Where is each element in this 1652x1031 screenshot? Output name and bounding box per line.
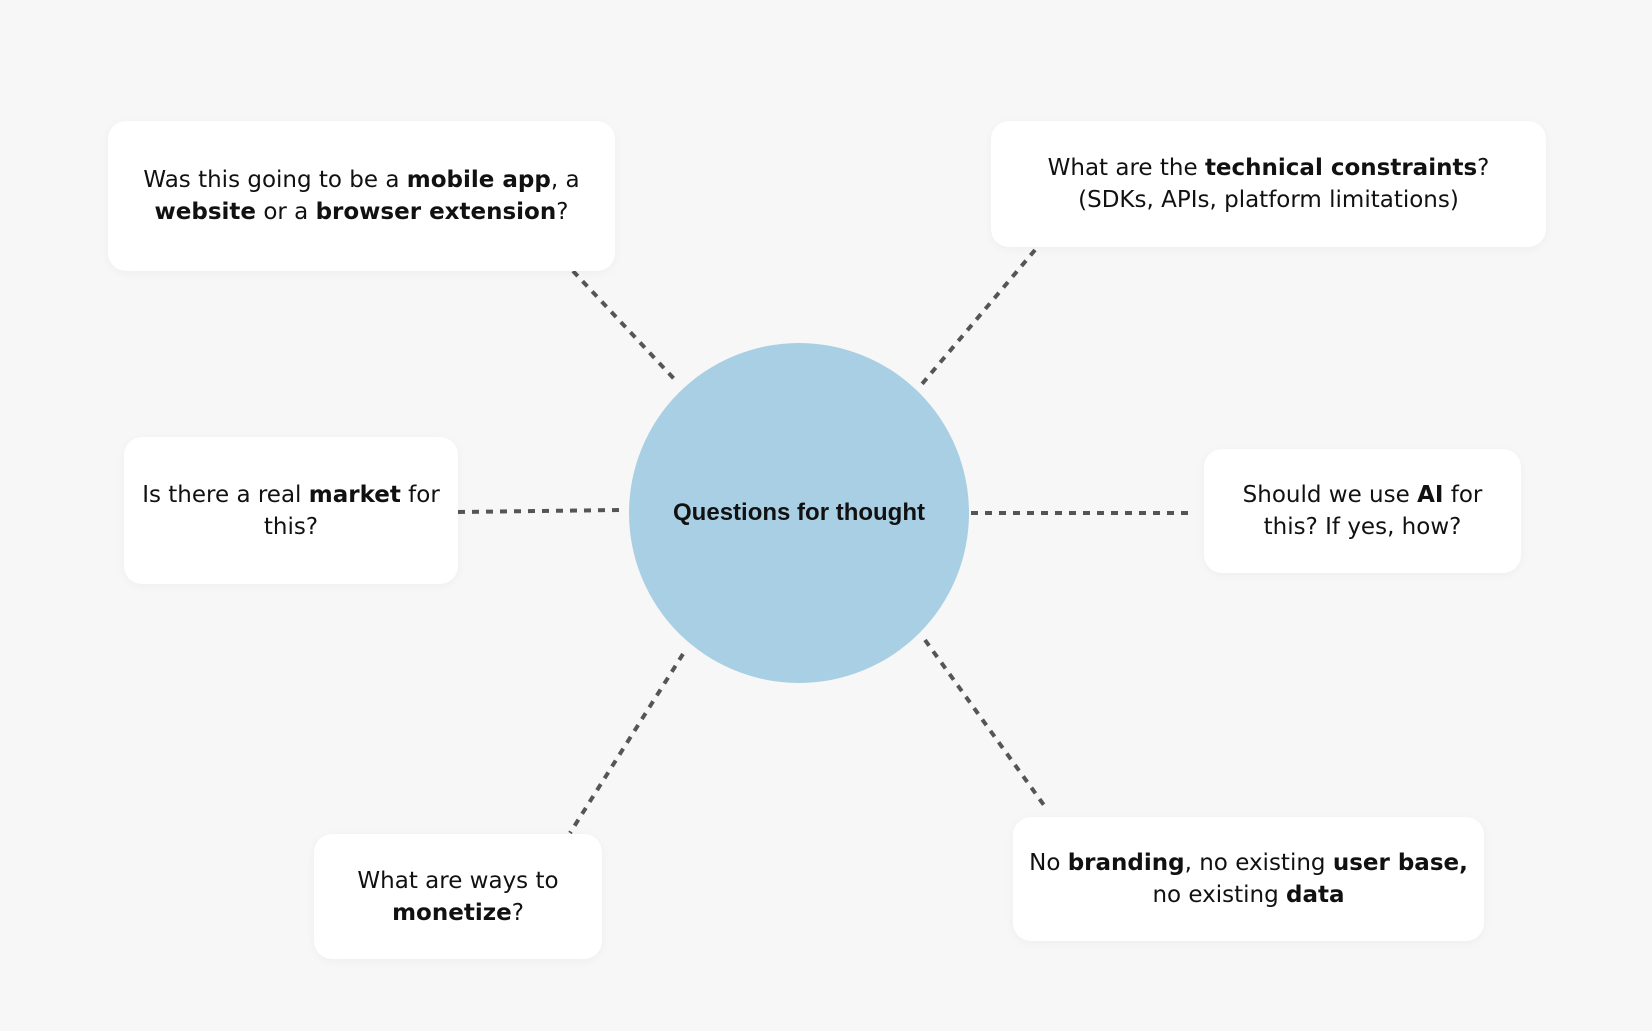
center-node: Questions for thought	[629, 343, 969, 683]
text-run: No	[1029, 850, 1068, 876]
question-text-ai: Should we use AI for this? If yes, how?	[1243, 479, 1483, 543]
question-text-monetize: What are ways to monetize?	[357, 865, 558, 929]
question-card-market: Is there a real market for this?	[124, 437, 458, 584]
connector-monetize	[568, 652, 685, 835]
text-line: this? If yes, how?	[1243, 511, 1483, 543]
connector-branding	[923, 638, 1048, 810]
text-run: this? If yes, how?	[1263, 514, 1462, 540]
question-text-technical: What are the technical constraints? (SDK…	[1048, 152, 1490, 216]
text-line: this?	[142, 511, 440, 543]
question-card-platform: Was this going to be a mobile app, a web…	[108, 121, 615, 271]
text-run: this?	[263, 513, 319, 540]
text-run: or a	[256, 199, 316, 225]
text-line: Should we use AI for	[1243, 479, 1483, 511]
text-run: What are ways to	[357, 867, 559, 894]
text-run: no existing	[1152, 882, 1287, 908]
text-run: Was this going to be a	[143, 167, 407, 193]
text-line: What are the technical constraints?	[1048, 152, 1490, 184]
connector-platform	[571, 269, 679, 384]
text-run-bold: website	[154, 199, 257, 225]
text-run-bold: data	[1286, 882, 1345, 908]
text-run: ?	[1477, 155, 1490, 181]
text-run-bold: technical constraints	[1204, 155, 1478, 181]
text-run: for	[1443, 482, 1483, 508]
text-line: website or a browser extension?	[143, 196, 579, 228]
question-card-technical: What are the technical constraints? (SDK…	[991, 121, 1546, 247]
text-run-bold: browser extension	[315, 199, 557, 225]
text-line: Is there a real market for	[142, 479, 440, 511]
text-run: , no existing	[1184, 850, 1333, 876]
text-run: Should we use	[1242, 482, 1418, 508]
question-card-monetize: What are ways to monetize?	[314, 834, 602, 959]
text-run: (SDKs, APIs, platform limitations)	[1078, 187, 1459, 213]
text-line: no existing data	[1029, 879, 1468, 911]
text-run-bold: branding	[1067, 850, 1185, 876]
text-line: No branding, no existing user base,	[1029, 847, 1468, 879]
center-label: Questions for thought	[673, 499, 925, 526]
text-run: ?	[556, 199, 569, 225]
question-card-ai: Should we use AI for this? If yes, how?	[1204, 449, 1521, 573]
text-line: (SDKs, APIs, platform limitations)	[1048, 184, 1490, 216]
text-line: monetize?	[357, 897, 558, 929]
text-run: Is there a real	[142, 481, 309, 508]
text-run: What are the	[1047, 155, 1205, 181]
connector-market	[457, 508, 621, 514]
text-run: for	[400, 481, 440, 508]
text-line: Was this going to be a mobile app, a	[143, 164, 579, 196]
text-run-bold: user base,	[1332, 850, 1468, 876]
text-run-bold: monetize	[392, 899, 512, 926]
connector-technical	[920, 248, 1037, 386]
question-text-market: Is there a real market for this?	[142, 479, 440, 543]
text-run-bold: market	[308, 481, 401, 508]
text-line: What are ways to	[357, 865, 558, 897]
text-run: , a	[550, 167, 580, 193]
question-text-branding: No branding, no existing user base, no e…	[1029, 847, 1468, 911]
text-run: ?	[511, 899, 524, 926]
question-text-platform: Was this going to be a mobile app, a web…	[143, 164, 579, 228]
text-run-bold: AI	[1417, 482, 1444, 508]
question-card-branding: No branding, no existing user base, no e…	[1013, 817, 1484, 941]
text-run-bold: mobile app	[406, 167, 551, 193]
